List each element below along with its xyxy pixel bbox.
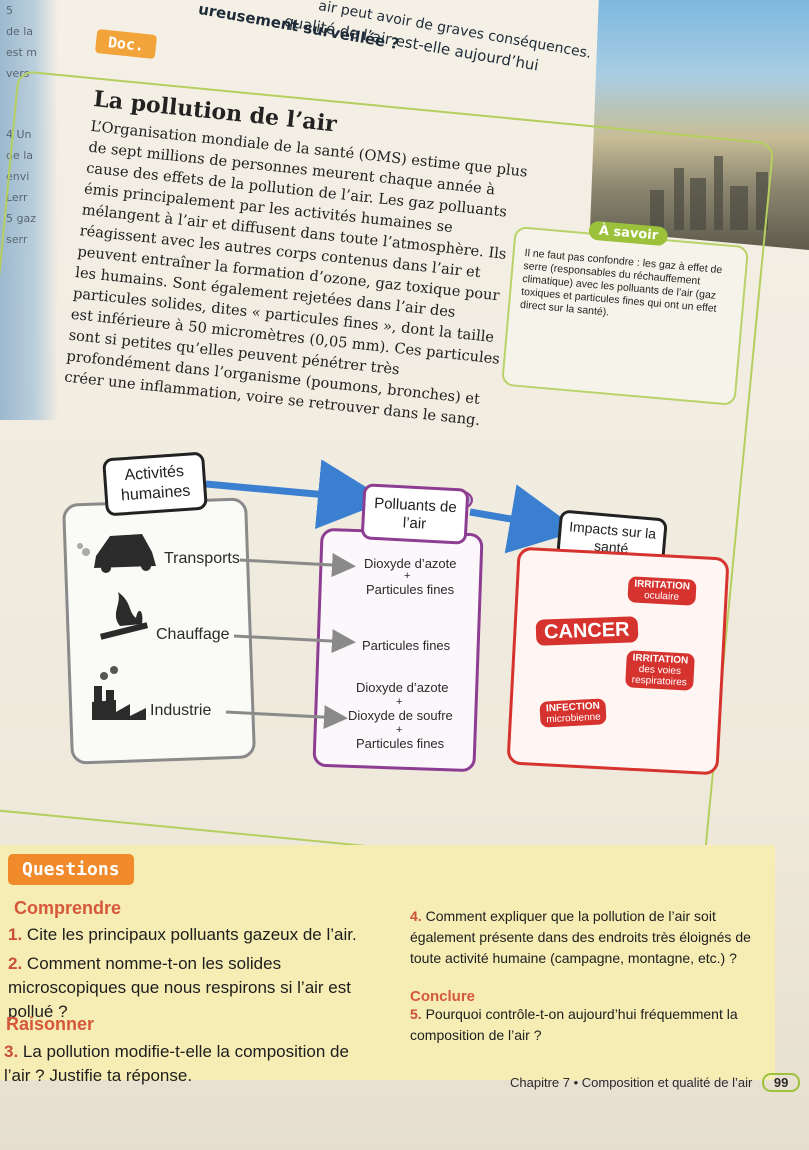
question-text: Comment nomme-t-on les solides microscop… [8, 954, 351, 1021]
pollutant-industrie-1: Dioxyde d’azote [356, 680, 449, 695]
question-2: 2. Comment nomme-t-on les solides micros… [8, 952, 398, 1024]
margin-fragment: envi [6, 170, 30, 183]
margin-fragment: de la [6, 149, 34, 162]
facing-page-edge: 5 de la est m vers 4 Un de la envi Lerr … [0, 0, 58, 420]
pollutant-plus: + [404, 570, 411, 582]
margin-fragment: 5 gaz [6, 212, 36, 225]
page-number: 99 [761, 1073, 801, 1092]
question-4: 4. Comment expliquer que la pollution de… [410, 906, 780, 969]
margin-fragment: 5 [6, 4, 13, 17]
page-footer: Chapitre 7 • Composition et qualité de l… [510, 1073, 801, 1092]
question-text: Comment expliquer que la pollution de l’… [410, 908, 751, 966]
questions-tag: Questions [8, 854, 134, 885]
question-text: Pourquoi contrôle-t-on aujourd’hui fréqu… [410, 1006, 738, 1043]
question-number: 2. [8, 954, 23, 973]
doc-label: Doc. [94, 28, 158, 60]
question-number: 1. [8, 925, 23, 944]
margin-fragment: est m [6, 46, 38, 59]
heading-raisonner: Raisonner [6, 1014, 95, 1034]
question-text: Cite les principaux polluants gazeux de … [26, 925, 357, 944]
question-5: 5. Pourquoi contrôle-t-on aujourd’hui fr… [410, 1004, 760, 1046]
margin-fragment: serr [6, 233, 28, 246]
question-text: La pollution modifie-t-elle la compositi… [4, 1042, 349, 1085]
article-body: L’Organisation mondiale de la santé (OMS… [63, 117, 529, 430]
a-savoir-box: À savoir Il ne faut pas confondre : les … [501, 220, 750, 406]
article: La pollution de l’air L’Organisation mon… [63, 86, 532, 433]
question-number: 4. [410, 908, 422, 924]
pollutant-plus: + [396, 696, 403, 708]
question-1: 1. Cite les principaux polluants gazeux … [8, 924, 388, 945]
source-industrie: Industrie [150, 702, 212, 719]
chapter-title: Chapitre 7 • Composition et qualité de l… [510, 1075, 753, 1090]
source-chauffage: Chauffage [156, 626, 230, 643]
pollutant-plus: + [396, 724, 403, 736]
pollutant-chauffage: Particules fines [362, 638, 451, 653]
pollutant-transports-2: Particules fines [366, 582, 455, 597]
heading-conclure: Conclure [410, 988, 476, 1005]
margin-fragment: vers [6, 67, 30, 80]
question-number: 5. [410, 1006, 422, 1022]
question-number: 3. [4, 1042, 19, 1061]
pollutant-industrie-2: Dioxyde de soufre [348, 708, 453, 723]
margin-fragment: Lerr [6, 191, 28, 204]
question-3: 3. La pollution modifie-t-elle la compos… [4, 1040, 376, 1088]
heading-comprendre: Comprendre [14, 898, 122, 918]
source-transports: Transports [164, 550, 240, 567]
pollutant-transports-1: Dioxyde d’azote [364, 556, 457, 571]
a-savoir-text: Il ne faut pas confondre : les gaz à eff… [519, 246, 723, 319]
pollutant-industrie-3: Particules fines [356, 736, 445, 751]
city-smog-photo [590, 0, 809, 250]
margin-fragment: de la [6, 25, 34, 38]
margin-fragment: 4 Un [6, 128, 32, 141]
